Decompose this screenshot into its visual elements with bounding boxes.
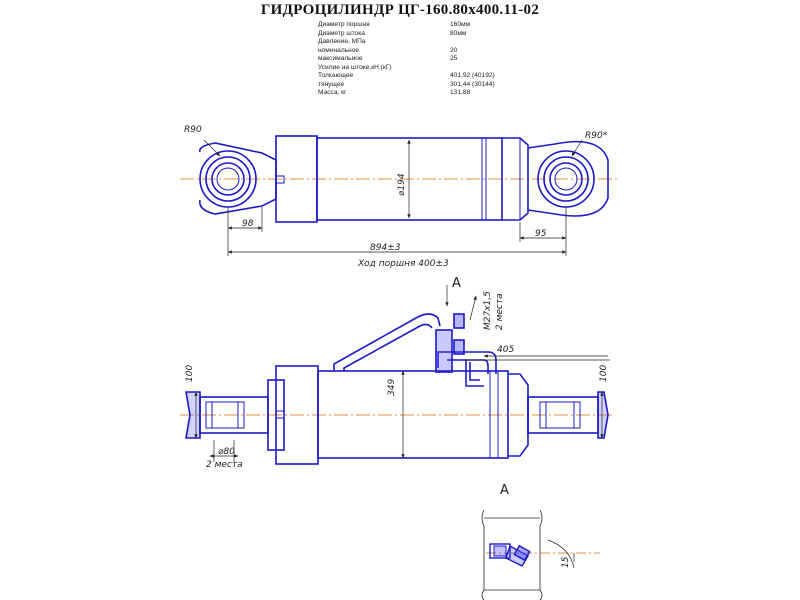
dim-894: 894±3	[370, 243, 401, 253]
dim-405: 405	[497, 345, 514, 355]
dim-two-places-top: 2 места	[495, 293, 505, 330]
top-dimensions	[203, 139, 583, 256]
dim-dia-80: ⌀80	[218, 447, 235, 457]
spec-value: 301,44 (30144)	[450, 80, 495, 88]
spec-label: максимальное	[318, 55, 363, 62]
dim-100-right: 100	[599, 365, 609, 382]
spec-label: Толкающее	[318, 72, 354, 79]
top-view	[180, 135, 620, 223]
view-a-arrow-label: A	[452, 276, 461, 291]
detail-view-a	[481, 509, 600, 600]
spec-value: 20	[450, 46, 458, 54]
spec-value: 131,88	[450, 89, 471, 96]
spec-label: Диаметр поршня	[318, 21, 370, 28]
drawing-title: ГИДРОЦИЛИНДР ЦГ-160.80х400.11-02	[260, 2, 540, 18]
spec-label: Давление, МПа	[318, 38, 366, 45]
dim-thread: M27x1,5	[483, 291, 493, 330]
spec-label: номинальное	[318, 46, 360, 54]
spec-label: Усилие на штоке,кН (кГ)	[318, 63, 392, 71]
spec-label: Диаметр штока	[318, 29, 365, 37]
dim-r90-right: R90*	[585, 131, 608, 141]
right-eye	[527, 140, 609, 217]
spec-value: 25	[450, 55, 458, 62]
dim-r90-left: R90	[184, 125, 202, 135]
spec-value: 401,92 (40192)	[450, 72, 495, 79]
pipe-line	[333, 313, 497, 387]
head-right	[502, 137, 529, 221]
dim-349: 349	[387, 379, 397, 396]
dim-bore-diameter: ⌀194	[397, 173, 407, 196]
spec-label: Масса, кг	[318, 89, 347, 96]
cylinder-barrel-side	[317, 370, 509, 459]
spec-value: 160мм	[450, 21, 471, 28]
side-view	[180, 313, 615, 465]
dim-95: 95	[535, 229, 547, 239]
left-eye	[198, 142, 277, 215]
spec-label: тянущее	[318, 80, 345, 88]
dim-100-left: 100	[185, 365, 195, 382]
dim-stroke: Ход поршня 400±3	[357, 259, 449, 269]
dim-two-places-bottom: 2 места	[206, 460, 243, 470]
dim-15: 15	[561, 556, 571, 568]
side-dimensions	[194, 285, 610, 462]
view-a-title: A	[500, 483, 509, 498]
spec-value: 80мм	[450, 29, 467, 37]
detail-dimensions	[547, 539, 575, 569]
dim-98: 98	[242, 219, 254, 229]
